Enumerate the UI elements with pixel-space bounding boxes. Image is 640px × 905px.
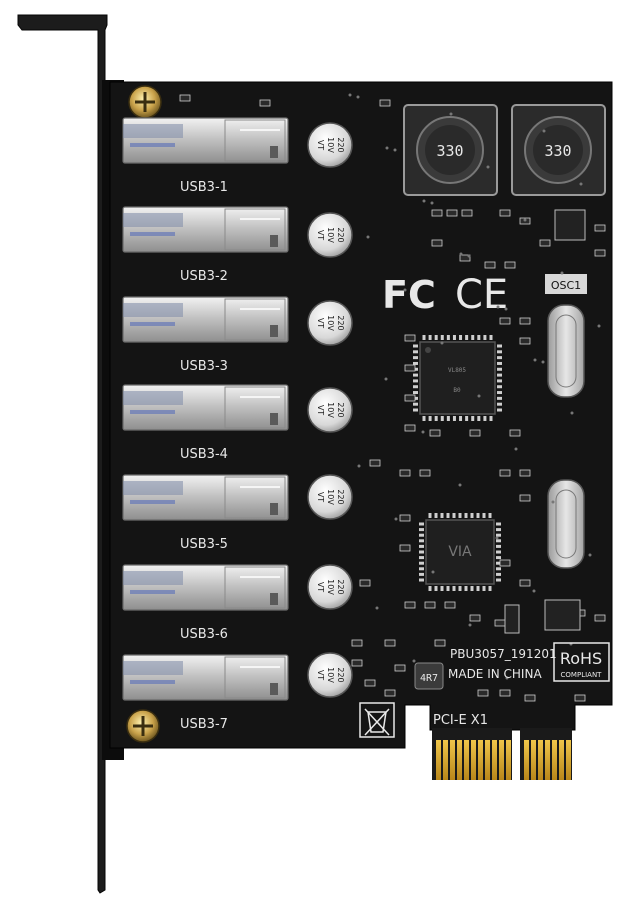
svg-text:10V: 10V	[326, 137, 335, 153]
rohs-mark: RoHS COMPLIANT	[553, 642, 610, 682]
interface-label: PCI-E X1	[433, 713, 488, 728]
svg-text:10V: 10V	[326, 667, 335, 683]
port-label-1: USB3-1	[180, 180, 228, 195]
svg-text:VT: VT	[316, 582, 325, 592]
usb-port-5	[122, 474, 289, 521]
osc-label: OSC1	[545, 274, 587, 294]
svg-text:VT: VT	[316, 230, 325, 240]
usb-hub-chip-2: VIA	[425, 519, 495, 585]
svg-text:OSC1: OSC1	[551, 279, 581, 292]
svg-text:RoHS: RoHS	[560, 649, 602, 668]
svg-text:10V: 10V	[326, 227, 335, 243]
svg-text:VL805: VL805	[448, 367, 466, 374]
usb-port-2	[122, 206, 289, 253]
crystal-oscillator-2	[547, 479, 585, 569]
svg-text:VT: VT	[316, 405, 325, 415]
weee-bin-icon	[359, 702, 395, 738]
model-number: PBU3057_191201	[450, 647, 557, 661]
usb-port-4	[122, 384, 289, 431]
inductor-label: 330	[544, 142, 571, 160]
svg-text:VT: VT	[316, 140, 325, 150]
inductor-1: 330	[403, 104, 498, 196]
svg-text:10V: 10V	[326, 402, 335, 418]
svg-text:220: 220	[336, 315, 345, 330]
inductor-2: 330	[511, 104, 606, 196]
screw-top	[128, 85, 162, 119]
usb-port-1	[122, 117, 289, 164]
svg-text:VT: VT	[316, 318, 325, 328]
svg-text:220: 220	[336, 579, 345, 594]
svg-text:4R7: 4R7	[420, 673, 438, 684]
svg-text:VIA: VIA	[448, 544, 472, 560]
usb-port-3	[122, 296, 289, 343]
svg-text:220: 220	[336, 137, 345, 152]
svg-text:220: 220	[336, 489, 345, 504]
svg-text:220: 220	[336, 402, 345, 417]
svg-text:VT: VT	[316, 670, 325, 680]
made-in-label: MADE IN CHINA	[448, 667, 542, 681]
port-label-4: USB3-4	[180, 447, 228, 462]
svg-text:B0: B0	[453, 387, 461, 394]
ce-logo: CE	[455, 272, 508, 318]
port-label-2: USB3-2	[180, 269, 228, 284]
mounting-bracket	[17, 14, 124, 894]
usb-port-7	[122, 654, 289, 701]
port-label-5: USB3-5	[180, 537, 228, 552]
small-inductor: 4R7	[414, 662, 444, 690]
svg-text:220: 220	[336, 227, 345, 242]
port-label-3: USB3-3	[180, 359, 228, 374]
crystal-oscillator-1	[547, 304, 585, 398]
svg-text:220: 220	[336, 667, 345, 682]
port-label-7: USB3-7	[180, 717, 228, 732]
fcc-logo: FC	[382, 273, 436, 317]
port-label-6: USB3-6	[180, 627, 228, 642]
usb-controller-chip-1: VL805 B0	[419, 341, 496, 415]
usb-port-6	[122, 564, 289, 611]
svg-text:10V: 10V	[326, 315, 335, 331]
svg-text:10V: 10V	[326, 489, 335, 505]
svg-text:VT: VT	[316, 492, 325, 502]
svg-text:10V: 10V	[326, 579, 335, 595]
screw-bottom	[126, 709, 160, 743]
pcie-gold-fingers	[432, 728, 572, 780]
svg-text:COMPLIANT: COMPLIANT	[561, 671, 603, 679]
inductor-label: 330	[436, 142, 463, 160]
